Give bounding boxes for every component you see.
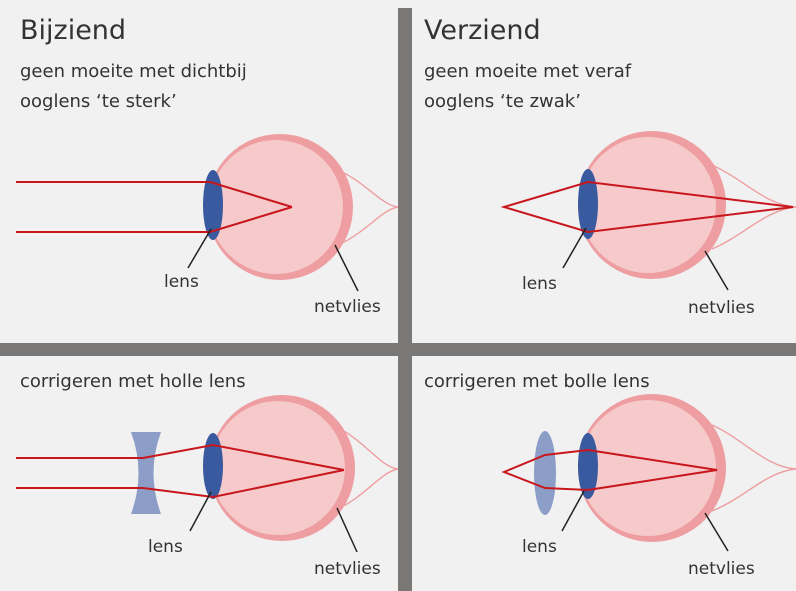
panel-hyperopia-eye: [500, 131, 796, 291]
myopia-description-line1: geen moeite met dichtbij: [20, 61, 247, 82]
retina-label: netvlies: [688, 298, 755, 318]
optic-nerve: [332, 424, 399, 512]
light-ray-bottom: [16, 469, 345, 499]
panel-title-hyperopia: Verziend: [424, 15, 541, 46]
hyperopia-description-line2: ooglens ‘te zwak’: [424, 91, 581, 112]
retina-pointer: [336, 507, 358, 553]
eyeball: [580, 400, 716, 536]
eye-lens: [203, 433, 223, 499]
convex-correction-caption: corrigeren met bolle lens: [424, 371, 650, 392]
light-ray-diamond: [500, 180, 794, 234]
optic-nerve: [332, 167, 399, 248]
lens-pointer: [189, 491, 212, 532]
retina-label: netvlies: [688, 559, 755, 579]
panel-myopia-eye: [16, 134, 399, 292]
panel-convex-correction: [501, 394, 796, 552]
retina-pointer: [704, 512, 729, 552]
convex-lens: [534, 431, 556, 515]
light-ray-top: [16, 181, 293, 208]
light-ray-top: [16, 443, 345, 471]
retina-label: netvlies: [314, 297, 381, 317]
lens-label: lens: [522, 537, 557, 557]
retina-label: netvlies: [314, 559, 381, 579]
horizontal-divider: [0, 343, 796, 356]
eye-lens: [203, 170, 223, 240]
lens-label: lens: [522, 274, 557, 294]
panel-title-myopia: Bijziend: [20, 15, 127, 46]
lens-label: lens: [148, 537, 183, 557]
vertical-divider: [398, 8, 412, 591]
concave-lens: [131, 432, 161, 514]
eyeball: [580, 137, 716, 273]
lens-pointer: [562, 227, 587, 269]
myopia-description-line2: ooglens ‘te sterk’: [20, 91, 177, 112]
panel-concave-correction: [16, 395, 399, 553]
hyperopia-description-line1: geen moeite met veraf: [424, 61, 632, 82]
lens-pointer: [561, 490, 585, 532]
concave-correction-caption: corrigeren met holle lens: [20, 371, 246, 392]
retina-pointer: [704, 250, 729, 291]
lens-label: lens: [164, 272, 199, 292]
retina-pointer: [334, 244, 359, 292]
eye-lens: [578, 169, 598, 239]
eye-lens: [578, 433, 598, 499]
eyeball: [209, 140, 343, 274]
lens-pointer: [187, 228, 212, 269]
eyeball: [211, 401, 345, 535]
optic-nerve: [711, 164, 796, 250]
light-ray-diamond: [501, 448, 718, 492]
